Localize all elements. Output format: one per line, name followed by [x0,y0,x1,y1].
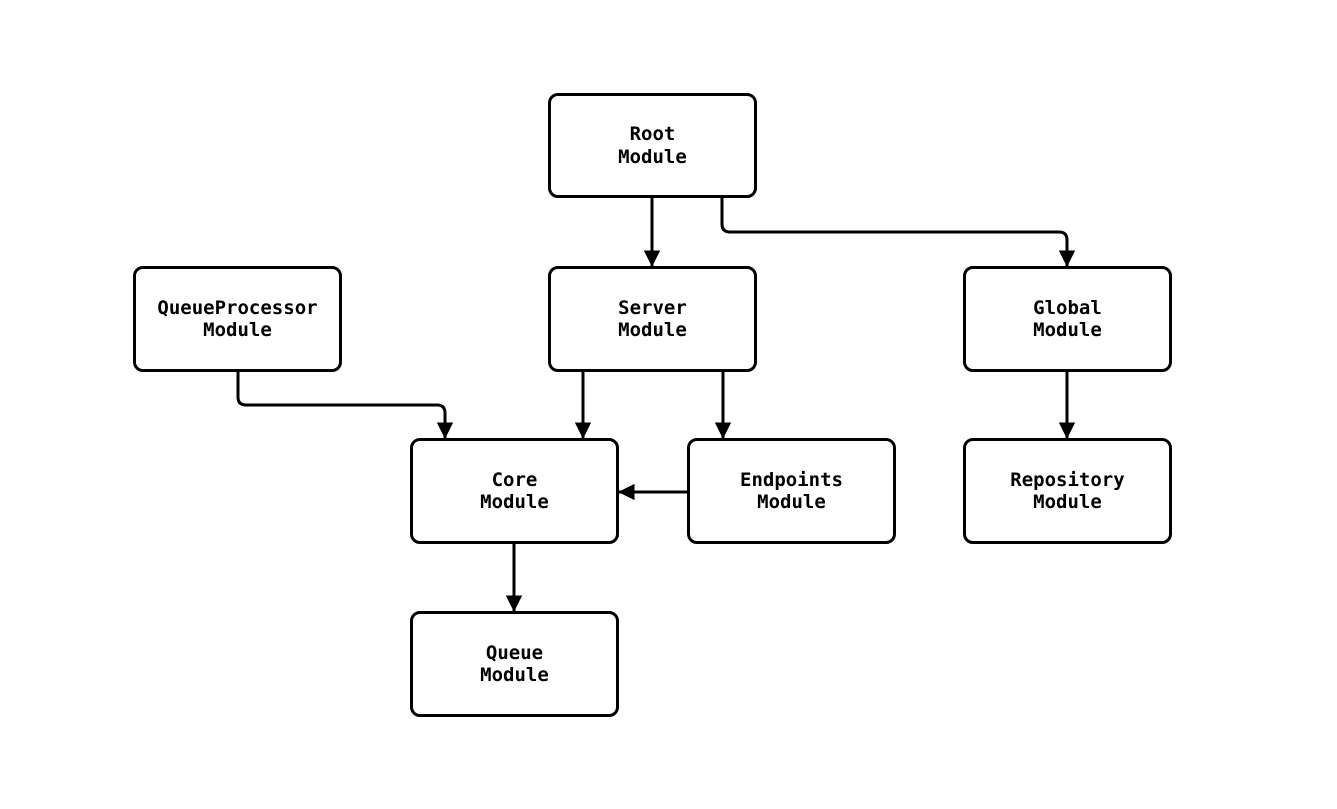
node-label-queue: Queue Module [480,641,549,686]
node-label-queueprocessor: QueueProcessor Module [157,296,318,341]
node-label-repository: Repository Module [1010,468,1125,513]
node-label-global: Global Module [1033,296,1102,341]
node-label-endpoints: Endpoints Module [740,468,843,513]
node-queueprocessor-module: QueueProcessor Module [133,266,342,372]
edge-root-to-global [720,198,1076,267]
edge-queueprocessor-to-core [236,372,454,439]
node-label-core: Core Module [480,468,549,513]
node-global-module: Global Module [963,266,1172,372]
node-queue-module: Queue Module [410,611,619,717]
node-repository-module: Repository Module [963,438,1172,544]
node-root-module: Root Module [548,93,757,198]
node-label-root: Root Module [618,123,687,168]
node-endpoints-module: Endpoints Module [687,438,896,544]
node-core-module: Core Module [410,438,619,544]
node-label-server: Server Module [618,296,687,341]
node-server-module: Server Module [548,266,757,372]
